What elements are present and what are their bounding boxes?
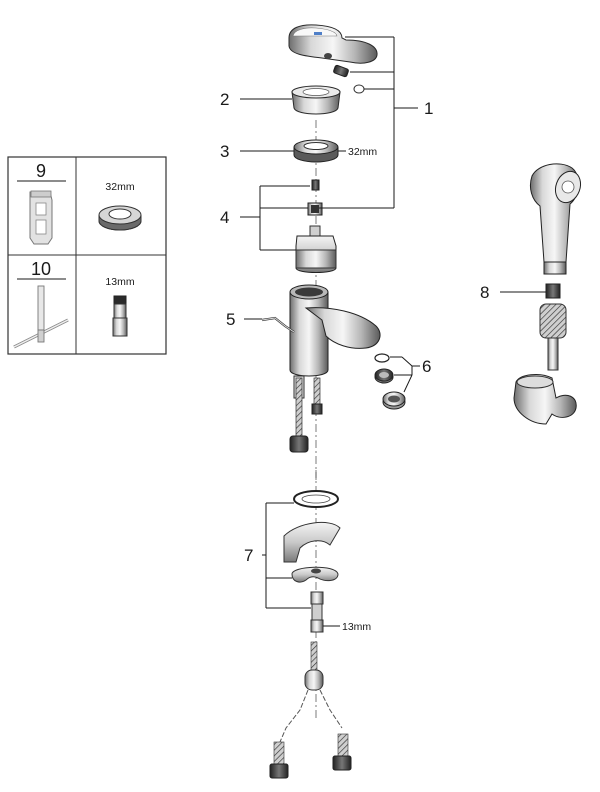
horseshoe-washer-part (283, 522, 341, 563)
socket-wrench-icon (29, 190, 53, 245)
tool-10-number: 10 (31, 259, 51, 279)
fixing-ring-part (293, 490, 339, 508)
tool-10-size: 13mm (105, 276, 134, 288)
callout-4-leader (240, 185, 394, 251)
aerator-housing-part (382, 391, 406, 410)
mixer-body-part (289, 284, 381, 399)
wall-holder-part (513, 374, 577, 425)
tools-panel: 9 32mm 10 13mm (7, 156, 167, 355)
callout-8: 8 (480, 283, 489, 302)
nut-32mm-icon (98, 205, 142, 231)
fixing-plate-part (291, 566, 339, 583)
hose-nut-size-label: 13mm (342, 621, 371, 633)
spray-face-icon (561, 180, 575, 194)
flex-hoses-part (269, 641, 352, 779)
callout-3: 3 (220, 142, 229, 161)
screw-cap-part (353, 84, 365, 94)
tool-9-number: 9 (36, 161, 46, 181)
callout-5: 5 (226, 310, 235, 329)
ceramic-cartridge-part (295, 225, 337, 273)
shower-hose-part (539, 303, 567, 371)
cartridge-screw-part (311, 179, 320, 191)
callout-6-leader (390, 356, 420, 393)
cartridge-adapter-part (307, 202, 323, 216)
escutcheon-part (291, 85, 341, 115)
callout-7: 7 (244, 546, 253, 565)
hex-nut-13mm-icon (112, 295, 128, 337)
supply-hoses-part (289, 377, 323, 453)
callout-2: 2 (220, 90, 229, 109)
set-screw-part (333, 64, 349, 78)
aerator-insert-part (374, 368, 394, 384)
hose-connector-part (545, 283, 561, 299)
lever-handle-part (288, 24, 378, 64)
cartridge-nut-part (293, 139, 339, 163)
nut-size-label: 32mm (348, 146, 377, 158)
tool-9-size: 32mm (105, 181, 134, 193)
hand-shower-part (529, 163, 582, 275)
callout-6: 6 (422, 357, 431, 376)
t-wrench-icon (13, 285, 69, 349)
aerator-washer-part (374, 353, 390, 363)
callout-1-leader (345, 36, 418, 208)
threaded-stud-part (310, 591, 324, 633)
pull-rod-part (261, 316, 295, 333)
callout-7-leader (262, 502, 311, 609)
callout-4: 4 (220, 208, 229, 227)
callout-1: 1 (424, 99, 433, 118)
color-indicator-icon (314, 32, 322, 35)
